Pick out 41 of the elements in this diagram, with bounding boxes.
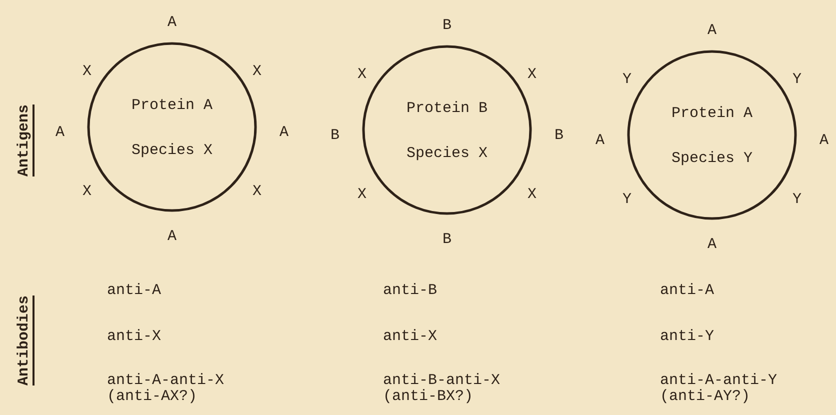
antibody-text: anti-A (660, 283, 716, 299)
circle-label: Species X (405, 144, 488, 162)
antigen-letter: X (251, 63, 262, 80)
circle-label: Protein B (405, 100, 488, 116)
antigen-letter: X (356, 186, 368, 203)
antigen-letter: X (356, 66, 368, 83)
antibody-text: anti-B (383, 283, 438, 299)
antigen-letter: A (594, 132, 606, 149)
antibody-text: anti-X (383, 329, 438, 345)
antigen-letter: X (81, 183, 92, 200)
circle-label: Species Y (670, 150, 754, 166)
antibody-text: anti-A-anti-Y (anti-AY?) (660, 373, 778, 405)
antigen-letter: A (278, 124, 290, 141)
antibody-text: anti-Y (660, 329, 716, 345)
antigen-letter: Y (621, 71, 632, 88)
antibody-text: anti-A (107, 283, 162, 299)
antigen-letter: A (54, 124, 66, 141)
circle-label: Species X (130, 142, 214, 158)
row-heading: Antigens (16, 104, 34, 176)
antigen-letter: X (81, 63, 92, 80)
antigen-letter: Y (621, 191, 632, 208)
antibody-text: anti-X (107, 329, 162, 345)
row-heading: Antibodies (16, 295, 34, 385)
antibody-text: anti-A-anti-X (anti-AX?) (107, 373, 226, 405)
antigen-letter: Y (791, 71, 802, 88)
antibody-text: anti-B-anti-X (anti-BX?) (383, 373, 502, 405)
antigen-letter: A (706, 236, 718, 253)
circle-label: Protein A (130, 96, 214, 114)
antigen-letter: A (166, 14, 178, 31)
antigen-letter: X (526, 66, 538, 83)
antigen-letter: Y (791, 191, 802, 208)
antigen-letter: B (441, 231, 452, 248)
antigen-letter: X (251, 183, 262, 200)
antigen-letter: A (818, 132, 830, 149)
antigen-letter: B (329, 127, 340, 144)
circle-label: Protein A (670, 104, 754, 122)
antigen-letter: A (706, 22, 718, 39)
antigen-letter: A (166, 228, 178, 245)
antigen-letter: X (526, 186, 538, 203)
antigen-letter: B (553, 127, 564, 144)
antigen-letter: B (441, 17, 452, 34)
